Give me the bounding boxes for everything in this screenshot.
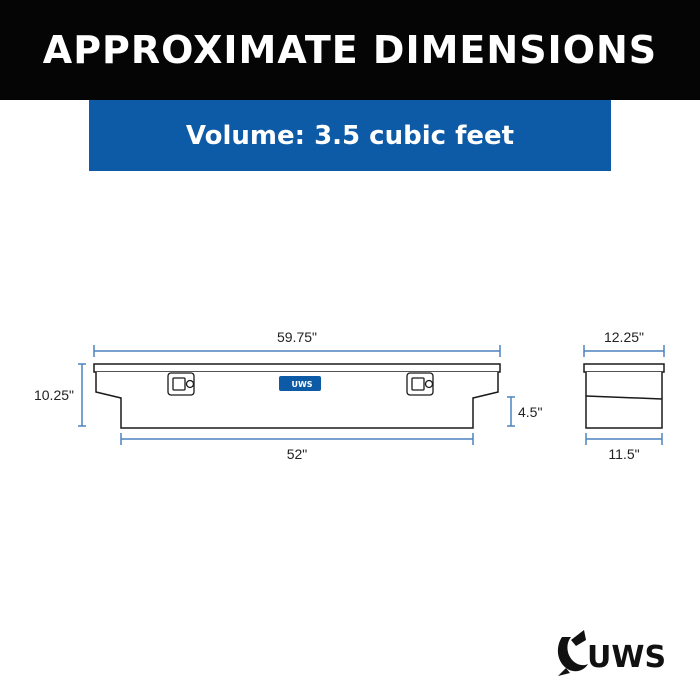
volume-text: Volume: 3.5 cubic feet (185, 120, 515, 151)
fish-icon (557, 630, 588, 676)
uws-logo: UWS (557, 630, 666, 676)
logo-text: UWS (587, 640, 666, 675)
badge-text: UWS (291, 380, 312, 389)
top-width-label: 12.25" (604, 329, 644, 345)
side-depth-label: 4.5" (518, 404, 542, 420)
uws-badge: UWS (279, 376, 321, 391)
overall-height-dimension (78, 363, 86, 427)
left-latch (167, 372, 195, 396)
top-width-dimension (583, 345, 665, 357)
right-latch (406, 372, 434, 396)
front-view: 59.75" 10.25" UWS (34, 329, 542, 462)
overall-height-label: 10.25" (34, 387, 74, 403)
toolbox-front-outline (93, 363, 501, 429)
bottom-width-dimension (585, 433, 663, 445)
side-view: 12.25" 11.5" (583, 329, 665, 462)
toolbox-side-outline (583, 363, 665, 429)
overall-length-dimension (93, 345, 501, 357)
side-depth-dimension (507, 396, 515, 427)
bottom-length-dimension (120, 433, 474, 445)
volume-banner: Volume: 3.5 cubic feet (89, 100, 611, 171)
title-banner: APPROXIMATE DIMENSIONS (0, 0, 700, 100)
bottom-width-label: 11.5" (608, 446, 639, 462)
overall-length-label: 59.75" (277, 329, 317, 345)
bottom-length-label: 52" (287, 446, 308, 462)
page-title: APPROXIMATE DIMENSIONS (42, 28, 658, 72)
